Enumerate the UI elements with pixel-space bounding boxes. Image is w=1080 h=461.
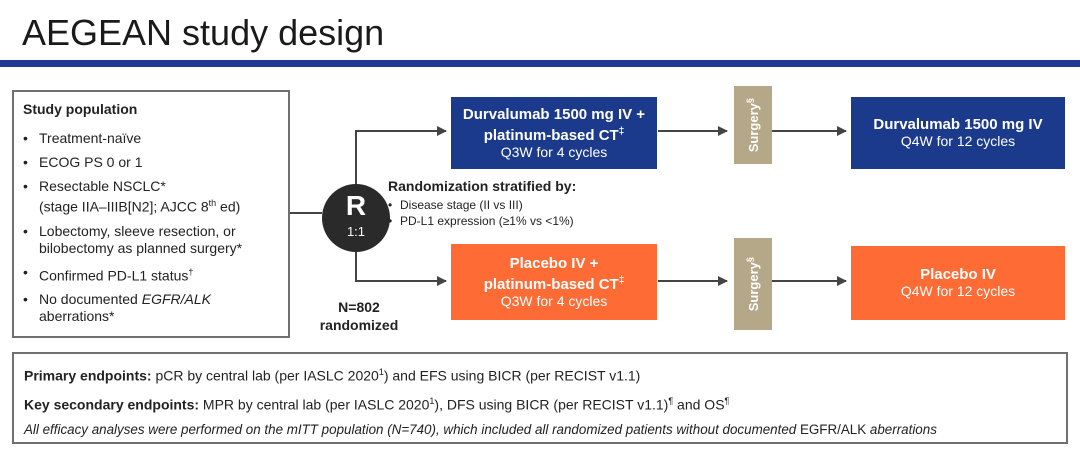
efficacy-note: All efficacy analyses were performed on …: [24, 422, 937, 438]
randomization-circle: R 1:1: [322, 184, 390, 252]
title-rule: [0, 60, 1080, 67]
durvalumab-adjuvant-box: Durvalumab 1500 mg IV Q4W for 12 cycles: [851, 97, 1065, 169]
stratum-item: Disease stage (II vs III): [388, 197, 576, 213]
population-item: Resectable NSCLC* (stage IIA–IIIB[N2]; A…: [23, 178, 242, 216]
population-heading: Study population: [23, 101, 138, 117]
population-item: Lobectomy, sleeve resection, or bilobect…: [23, 223, 242, 257]
population-list: Treatment-naïve ECOG PS 0 or 1 Resectabl…: [23, 130, 242, 332]
stratum-item: PD-L1 expression (≥1% vs <1%): [388, 213, 576, 229]
population-item: Confirmed PD-L1 status†: [23, 264, 242, 285]
population-item: Treatment-naïve: [23, 130, 242, 147]
connector-line: [355, 126, 447, 184]
stratification-heading: Randomization stratified by:: [388, 178, 577, 194]
surgery-bar-bottom: Surgery§: [734, 238, 772, 330]
stratification-block: Randomization stratified by: Disease sta…: [388, 178, 576, 229]
study-population-box: Study population Treatment-naïve ECOG PS…: [12, 90, 290, 338]
secondary-endpoints: Key secondary endpoints: MPR by central …: [24, 395, 730, 413]
endpoints-box: Primary endpoints: pCR by central lab (p…: [12, 352, 1068, 444]
randomization-ratio: 1:1: [346, 224, 366, 239]
placebo-adjuvant-box: Placebo IV Q4W for 12 cycles: [851, 246, 1065, 320]
placebo-neoadjuvant-box: Placebo IV + platinum-based CT‡ Q3W for …: [451, 244, 657, 320]
page-title: AEGEAN study design: [22, 12, 385, 53]
durvalumab-neoadjuvant-box: Durvalumab 1500 mg IV + platinum-based C…: [451, 97, 657, 169]
population-item: No documented EGFR/ALK aberrations*: [23, 291, 242, 325]
sample-size-label: N=802 randomized: [319, 299, 399, 333]
primary-endpoints: Primary endpoints: pCR by central lab (p…: [24, 367, 641, 384]
population-item: ECOG PS 0 or 1: [23, 154, 242, 171]
connector-line: [355, 252, 447, 286]
randomization-symbol: R: [345, 190, 367, 221]
surgery-bar-top: Surgery§: [734, 86, 772, 164]
